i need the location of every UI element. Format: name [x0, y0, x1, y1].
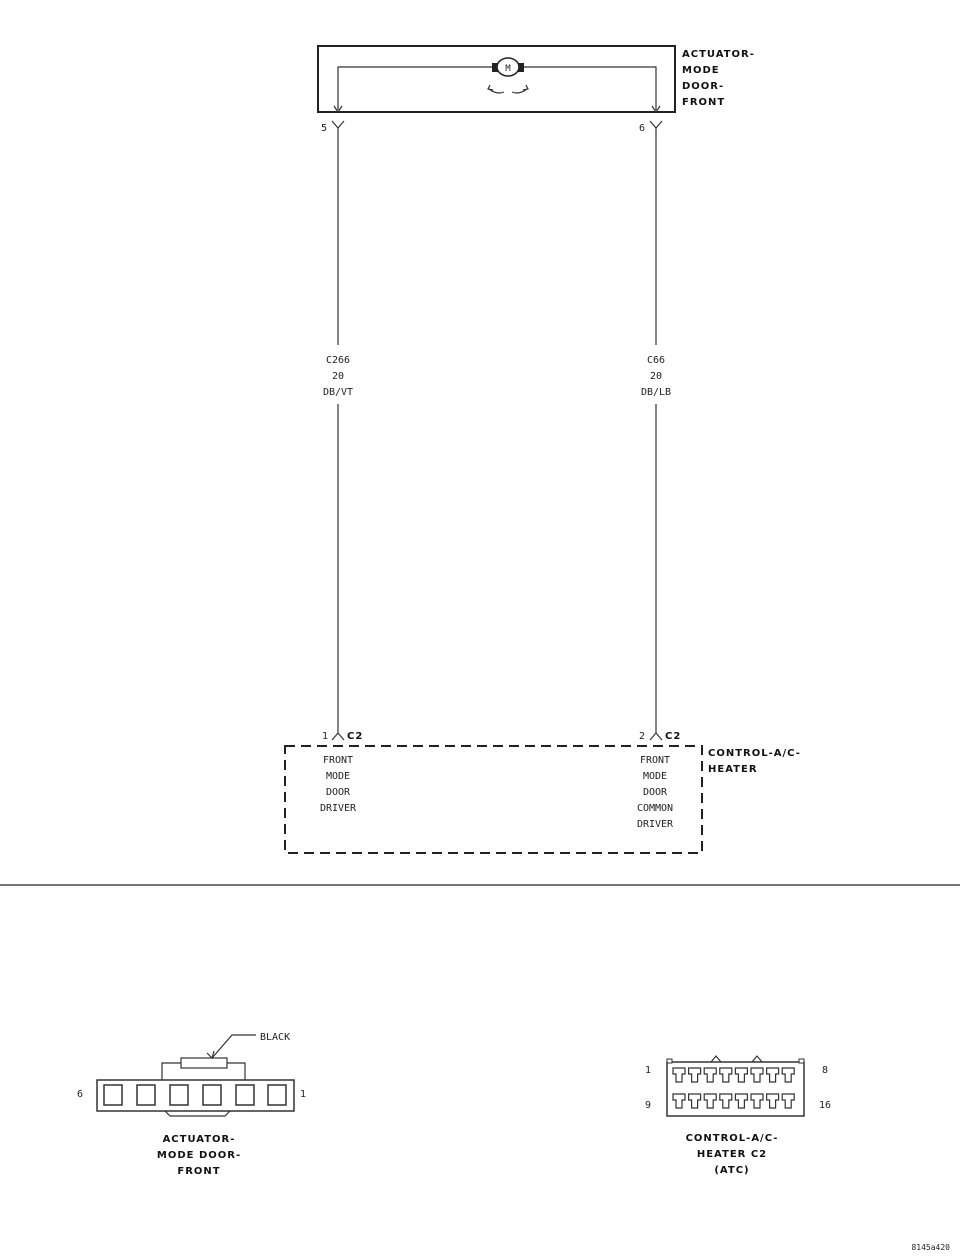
connector-caption-line: ACTUATOR- [163, 1134, 236, 1145]
actuator-label-line: MODE [682, 65, 720, 76]
function-text: MODE [326, 771, 350, 782]
wire-c66: C66 20 DB/LB [641, 128, 671, 734]
pin-chevron-1 [331, 732, 345, 741]
motor-icon: M [492, 57, 524, 77]
control-pin-left: 1 [322, 731, 328, 742]
connector-ear [666, 1058, 673, 1064]
terminal-cavity [703, 1067, 717, 1083]
terminal-cavity [734, 1093, 748, 1109]
function-text: DOOR [643, 787, 668, 798]
internal-arrow-right [651, 105, 661, 114]
rotation-arrows-icon [487, 84, 529, 94]
terminal-cavity [688, 1067, 702, 1083]
actuator-component: M ACTUATOR- MODE DOOR- FRONT [317, 45, 755, 114]
connector-bottom-key [164, 1110, 231, 1117]
actuator-pin-right: 6 [639, 123, 645, 134]
connector-caption-line: HEATER C2 [697, 1149, 767, 1160]
actuator-internal-wire-left [337, 66, 497, 110]
cavity [169, 1084, 189, 1106]
terminal-cavity [781, 1067, 795, 1083]
actuator-connector-view: BLACK 6 1 ACTUATOR- MODE DOOR- FRONT [77, 1032, 306, 1177]
connector-caption-line: CONTROL-A/C- [686, 1133, 779, 1144]
leader-arrow-icon [206, 1050, 215, 1060]
terminal-cavity [766, 1067, 780, 1083]
connector-key [710, 1055, 722, 1063]
cavity [267, 1084, 287, 1106]
connector-pin-right: 1 [300, 1089, 306, 1100]
color-leader-line [211, 1034, 256, 1059]
figure-id: 8145a420 [911, 1243, 950, 1252]
connector-pin-top-left: 1 [645, 1065, 651, 1076]
connector-color-label: BLACK [260, 1032, 290, 1043]
actuator-pin-left: 5 [321, 123, 327, 134]
wire-color: DB/LB [641, 387, 671, 398]
terminal-cavity [672, 1093, 686, 1109]
actuator-label-line: DOOR- [682, 81, 724, 92]
connector-caption-line: MODE DOOR- [157, 1150, 241, 1161]
function-text: DRIVER [637, 819, 674, 830]
control-label-line: HEATER [708, 764, 758, 775]
actuator-internal-wire-right [521, 66, 657, 110]
control-connector-left: C2 [347, 731, 363, 742]
terminal-cavity [672, 1067, 686, 1083]
wire-color: DB/VT [323, 387, 353, 398]
function-text: DOOR [326, 787, 351, 798]
actuator-label-line: ACTUATOR- [682, 49, 755, 60]
connector-ear [798, 1058, 805, 1064]
function-text: DRIVER [320, 803, 357, 814]
connector-cavities [672, 1067, 795, 1109]
control-connector-right: C2 [665, 731, 681, 742]
control-box [284, 745, 703, 854]
pin-chevron-2 [649, 732, 663, 741]
connector-caption-line: (ATC) [714, 1165, 749, 1176]
function-text: MODE [643, 771, 667, 782]
connector-pin-top-right: 8 [822, 1065, 828, 1076]
cavity [202, 1084, 222, 1106]
terminal-cavity [766, 1093, 780, 1109]
terminal-cavity [734, 1067, 748, 1083]
terminal-cavity [750, 1067, 764, 1083]
connector-body [96, 1079, 295, 1112]
function-text: FRONT [323, 755, 353, 766]
connector-caption-line: FRONT [177, 1166, 220, 1177]
cavity [103, 1084, 123, 1106]
connector-pin-bottom-right: 16 [819, 1100, 831, 1111]
terminal-cavity [688, 1093, 702, 1109]
connector-pin-bottom-left: 9 [645, 1100, 651, 1111]
connector-pin-left: 6 [77, 1089, 83, 1100]
pin-chevron-6 [649, 120, 663, 129]
wire-circuit: C266 [326, 355, 350, 366]
terminal-cavity [781, 1093, 795, 1109]
svg-text:M: M [505, 64, 511, 74]
cavity [235, 1084, 255, 1106]
terminal-cavity [750, 1093, 764, 1109]
connector-key [751, 1055, 763, 1063]
terminal-cavity [719, 1067, 733, 1083]
actuator-label-line: FRONT [682, 97, 725, 108]
internal-arrow-left [333, 105, 343, 114]
cavity [136, 1084, 156, 1106]
wire-circuit: C66 [647, 355, 665, 366]
function-text: FRONT [640, 755, 670, 766]
control-connector-view: 1 8 9 16 CONTROL-A/C- HEATER C2 (ATC) [645, 1055, 831, 1176]
connector-lock-tab [180, 1057, 228, 1069]
control-pin-right: 2 [639, 731, 645, 742]
pin-chevron-5 [331, 120, 345, 129]
actuator-box [317, 45, 676, 113]
terminal-cavity [703, 1093, 717, 1109]
wire-gauge: 20 [332, 371, 344, 382]
terminal-cavity [719, 1093, 733, 1109]
function-text: COMMON [637, 803, 673, 814]
wire-gauge: 20 [650, 371, 662, 382]
control-module: FRONT MODE DOOR DRIVER FRONT MODE DOOR C… [284, 745, 801, 854]
control-label-line: CONTROL-A/C- [708, 748, 801, 759]
wire-c266: C266 20 DB/VT [323, 128, 353, 734]
